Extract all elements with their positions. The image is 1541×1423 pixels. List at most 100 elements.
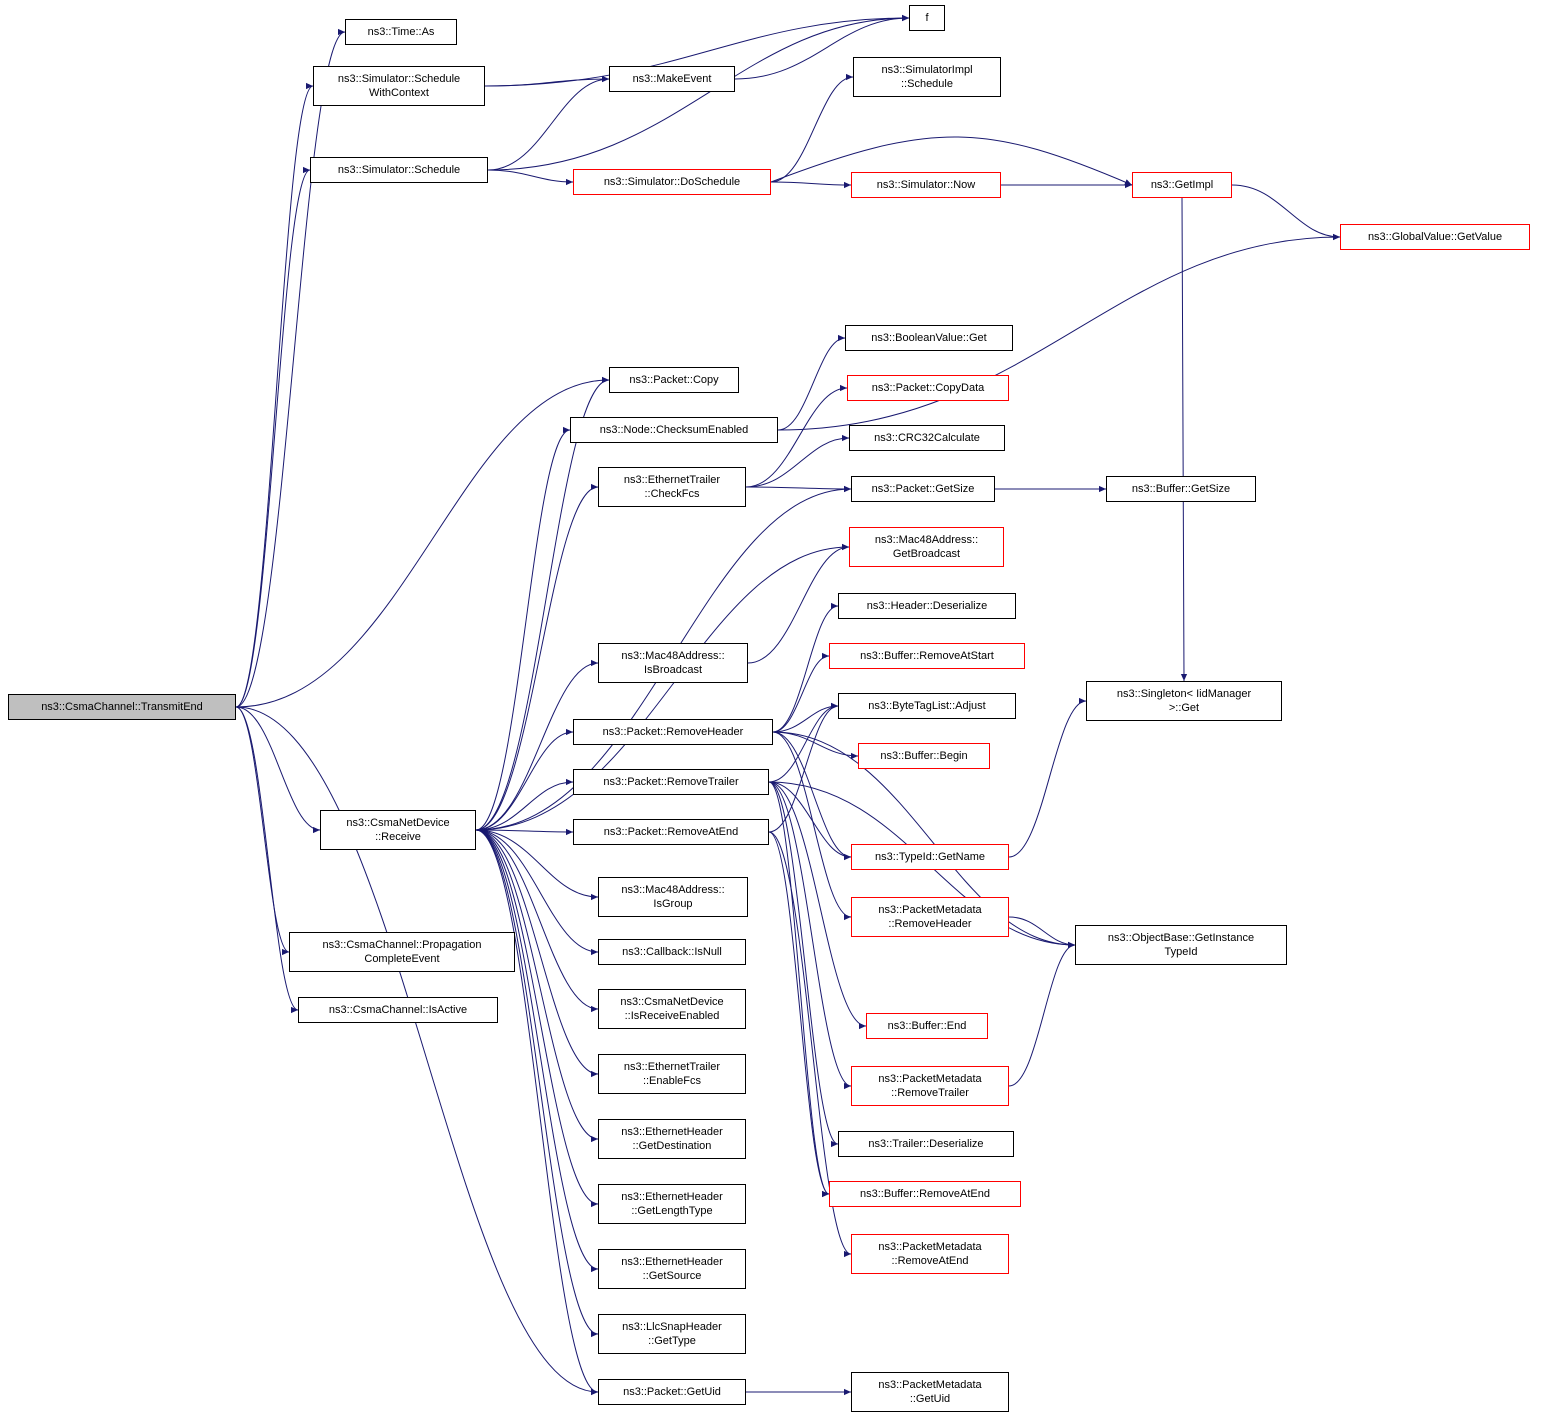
edge-receive--enable_fcs (475, 829, 599, 1078)
edge-receive--get_source (475, 829, 599, 1273)
node-enable_fcs[interactable]: ns3::EthernetTrailer ::EnableFcs (598, 1054, 746, 1094)
node-bytetag_adjust[interactable]: ns3::ByteTagList::Adjust (838, 693, 1016, 719)
node-boolean_get[interactable]: ns3::BooleanValue::Get (845, 325, 1013, 351)
node-do_schedule[interactable]: ns3::Simulator::DoSchedule (573, 169, 771, 195)
node-typeid_getname[interactable]: ns3::TypeId::GetName (851, 844, 1009, 870)
node-buffer_begin[interactable]: ns3::Buffer::Begin (858, 743, 990, 769)
node-schedule[interactable]: ns3::Simulator::Schedule (310, 157, 488, 183)
node-make_event[interactable]: ns3::MakeEvent (609, 66, 735, 92)
edge-check_fcs--crc32 (745, 434, 850, 488)
node-get_destination[interactable]: ns3::EthernetHeader ::GetDestination (598, 1119, 746, 1159)
node-get_length_type[interactable]: ns3::EthernetHeader ::GetLengthType (598, 1184, 746, 1224)
edge-schedule_with_context--make_event (484, 75, 610, 87)
node-get_impl[interactable]: ns3::GetImpl (1132, 172, 1232, 198)
node-header_deserialize[interactable]: ns3::Header::Deserialize (838, 593, 1016, 619)
node-schedule_with_context[interactable]: ns3::Simulator::Schedule WithContext (313, 66, 485, 106)
node-callback_isnull[interactable]: ns3::Callback::IsNull (598, 939, 746, 965)
edge-transmitend--prop_complete (235, 706, 290, 956)
edge-get_impl--singleton_get (1180, 197, 1188, 682)
node-check_fcs[interactable]: ns3::EthernetTrailer ::CheckFcs (598, 467, 746, 507)
node-is_group[interactable]: ns3::Mac48Address:: IsGroup (598, 877, 748, 917)
node-f[interactable]: f (909, 5, 945, 31)
node-buffer_end[interactable]: ns3::Buffer::End (866, 1013, 988, 1039)
node-now[interactable]: ns3::Simulator::Now (851, 172, 1001, 198)
node-packet_copy[interactable]: ns3::Packet::Copy (609, 367, 739, 393)
node-llc_get_type[interactable]: ns3::LlcSnapHeader ::GetType (598, 1314, 746, 1354)
node-is_broadcast[interactable]: ns3::Mac48Address:: IsBroadcast (598, 643, 748, 683)
edge-schedule--f (487, 14, 910, 171)
node-packet_remove_trailer[interactable]: ns3::Packet::RemoveTrailer (573, 769, 769, 795)
node-is_active[interactable]: ns3::CsmaChannel::IsActive (298, 997, 498, 1023)
node-packet_remove_at_end[interactable]: ns3::Packet::RemoveAtEnd (573, 819, 769, 845)
edge-packet_remove_header--header_deserialize (772, 602, 839, 733)
node-get_source[interactable]: ns3::EthernetHeader ::GetSource (598, 1249, 746, 1289)
node-buffer_getsize[interactable]: ns3::Buffer::GetSize (1106, 476, 1256, 502)
edge-packet_remove_header--get_instance_typeid (772, 731, 1076, 949)
node-pm_remove_trailer[interactable]: ns3::PacketMetadata ::RemoveTrailer (851, 1066, 1009, 1106)
node-global_get_value[interactable]: ns3::GlobalValue::GetValue (1340, 224, 1530, 250)
node-is_receive_enabled[interactable]: ns3::CsmaNetDevice ::IsReceiveEnabled (598, 989, 746, 1029)
edge-pm_remove_trailer--get_instance_typeid (1008, 941, 1076, 1087)
node-packet_getuid[interactable]: ns3::Packet::GetUid (598, 1379, 746, 1405)
node-time_as[interactable]: ns3::Time::As (345, 19, 457, 45)
node-prop_complete[interactable]: ns3::CsmaChannel::Propagation CompleteEv… (289, 932, 515, 972)
edge-pm_remove_header--get_instance_typeid (1008, 916, 1076, 949)
edge-schedule_with_context--f (484, 14, 910, 87)
edge-do_schedule--simimpl_schedule (770, 73, 854, 183)
node-simimpl_schedule[interactable]: ns3::SimulatorImpl ::Schedule (853, 57, 1001, 97)
edge-packet_remove_trailer--buffer_end (768, 781, 867, 1030)
node-pm_remove_header[interactable]: ns3::PacketMetadata ::RemoveHeader (851, 897, 1009, 937)
edge-packet_remove_at_end--pm_remove_at_end (768, 831, 852, 1258)
node-pm_getuid[interactable]: ns3::PacketMetadata ::GetUid (851, 1372, 1009, 1412)
edge-make_event--f (734, 14, 910, 80)
edge-receive--get_destination (475, 829, 599, 1143)
edge-transmitend--packet_copy (235, 376, 610, 708)
node-transmitend: ns3::CsmaChannel::TransmitEnd (8, 694, 236, 720)
edge-packet_remove_at_end--buffer_remove_at_end (768, 831, 830, 1198)
node-remove_at_start[interactable]: ns3::Buffer::RemoveAtStart (829, 643, 1025, 669)
node-receive[interactable]: ns3::CsmaNetDevice ::Receive (320, 810, 476, 850)
edge-transmitend--time_as (235, 28, 346, 708)
node-trailer_deserialize[interactable]: ns3::Trailer::Deserialize (838, 1131, 1014, 1157)
edge-receive--packet_remove_trailer (475, 778, 574, 831)
edge-packet_remove_trailer--bytetag_adjust (768, 702, 839, 783)
node-packet_remove_header[interactable]: ns3::Packet::RemoveHeader (573, 719, 773, 745)
edge-receive--packet_remove_header (475, 728, 574, 831)
node-copy_data[interactable]: ns3::Packet::CopyData (847, 375, 1009, 401)
edge-check_fcs--copy_data (745, 384, 848, 488)
node-pm_remove_at_end[interactable]: ns3::PacketMetadata ::RemoveAtEnd (851, 1234, 1009, 1274)
edge-packet_remove_header--remove_at_start (772, 652, 830, 733)
node-get_broadcast[interactable]: ns3::Mac48Address:: GetBroadcast (849, 527, 1004, 567)
edge-schedule--do_schedule (487, 169, 574, 186)
edge-transmitend--packet_getuid (235, 706, 599, 1396)
edge-receive--is_group (475, 829, 599, 901)
node-checksum_enabled[interactable]: ns3::Node::ChecksumEnabled (570, 417, 778, 443)
edge-receive--checksum_enabled (475, 426, 571, 831)
edge-checksum_enabled--boolean_get (777, 334, 846, 431)
edge-receive--llc_get_type (475, 829, 599, 1338)
edge-receive--packet_getuid (475, 829, 599, 1396)
edge-do_schedule--now (770, 181, 852, 189)
edge-receive--check_fcs (475, 483, 599, 831)
edge-packet_remove_header--pm_remove_header (772, 731, 852, 921)
edge-receive--is_receive_enabled (475, 829, 599, 1013)
node-buffer_remove_at_end[interactable]: ns3::Buffer::RemoveAtEnd (829, 1181, 1021, 1207)
edge-receive--get_length_type (475, 829, 599, 1208)
edge-get_impl--global_get_value (1231, 184, 1341, 241)
edge-schedule--make_event (487, 75, 610, 171)
node-get_instance_typeid[interactable]: ns3::ObjectBase::GetInstance TypeId (1075, 925, 1287, 965)
node-packet_getsize[interactable]: ns3::Packet::GetSize (851, 476, 995, 502)
edge-receive--packet_remove_at_end (475, 828, 574, 836)
node-crc32[interactable]: ns3::CRC32Calculate (849, 425, 1005, 451)
edge-receive--callback_isnull (475, 829, 599, 956)
edge-transmitend--schedule_with_context (235, 82, 314, 708)
edge-receive--is_broadcast (475, 659, 599, 831)
edge-is_broadcast--get_broadcast (747, 543, 850, 664)
node-singleton_get[interactable]: ns3::Singleton< IidManager >::Get (1086, 681, 1282, 721)
edge-checksum_enabled--global_get_value (777, 233, 1341, 431)
edge-packet_remove_trailer--trailer_deserialize (768, 781, 839, 1148)
edge-do_schedule--get_impl (770, 136, 1133, 186)
edge-packet_remove_trailer--typeid_getname (768, 781, 852, 861)
edge-packet_remove_trailer--pm_remove_trailer (768, 781, 852, 1090)
